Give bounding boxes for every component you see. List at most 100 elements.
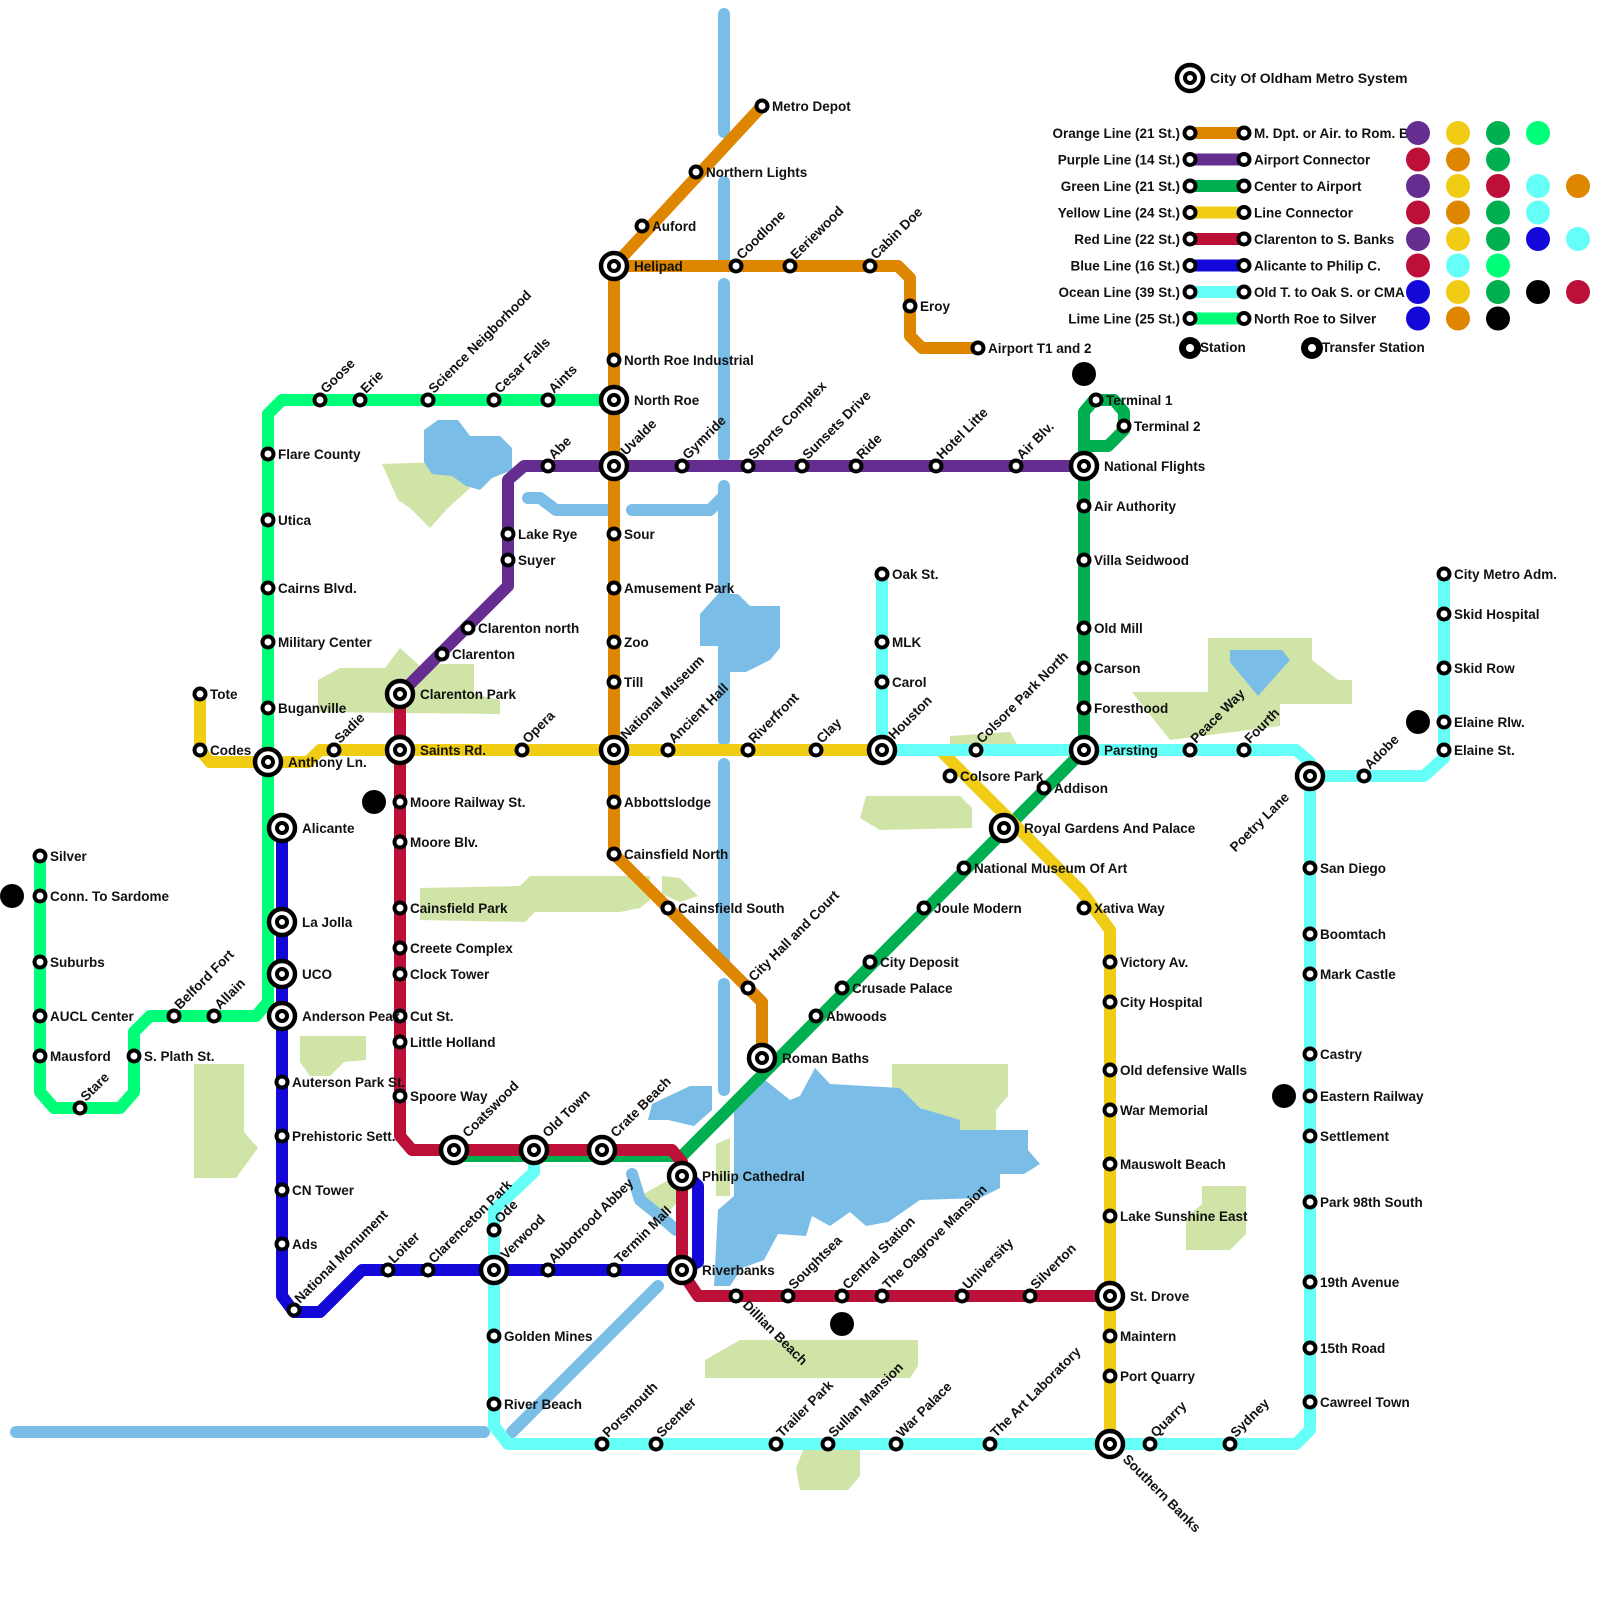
station-loiter[interactable]: [380, 1262, 396, 1278]
station-eroy[interactable]: [902, 298, 918, 314]
station-military-center[interactable]: [260, 634, 276, 650]
station-joule-modern[interactable]: [916, 900, 932, 916]
station-central-station[interactable]: [834, 1288, 850, 1304]
station-terminal-2[interactable]: [1116, 418, 1132, 434]
station-national-museum-of-art[interactable]: [956, 860, 972, 876]
transfer-station-helipad[interactable]: [598, 250, 630, 282]
station-little-holland[interactable]: [392, 1034, 408, 1050]
station-clay[interactable]: [808, 742, 824, 758]
station-19th-avenue[interactable]: [1302, 1274, 1318, 1290]
station-city-hospital[interactable]: [1102, 994, 1118, 1010]
station-cesar-falls[interactable]: [486, 392, 502, 408]
station-riverfront[interactable]: [740, 742, 756, 758]
station-northern-lights[interactable]: [688, 164, 704, 180]
station-the-oagrove-mansion[interactable]: [874, 1288, 890, 1304]
station-cabin-doe[interactable]: [862, 258, 878, 274]
station-fourth[interactable]: [1236, 742, 1252, 758]
transfer-station-poetry-lane[interactable]: [1294, 760, 1326, 792]
station-sunsets-drive[interactable]: [794, 458, 810, 474]
transfer-station-riverbanks[interactable]: [666, 1254, 698, 1286]
station-adobe[interactable]: [1356, 768, 1372, 784]
station-ride[interactable]: [848, 458, 864, 474]
station-15th-road[interactable]: [1302, 1340, 1318, 1356]
station-abbottslodge[interactable]: [606, 794, 622, 810]
transfer-station-parsting[interactable]: [1068, 734, 1100, 766]
station-amusement-park[interactable]: [606, 580, 622, 596]
station-castry[interactable]: [1302, 1046, 1318, 1062]
station-moore-blv[interactable]: [392, 834, 408, 850]
transfer-station-anderson-peak[interactable]: [266, 1000, 298, 1032]
station-trailer-park[interactable]: [768, 1436, 784, 1452]
transfer-station-saints-rd[interactable]: [384, 734, 416, 766]
station-science-neigborhood[interactable]: [420, 392, 436, 408]
station-goose[interactable]: [312, 392, 328, 408]
station-clarenton-north[interactable]: [460, 620, 476, 636]
station-ads[interactable]: [274, 1236, 290, 1252]
station-carol[interactable]: [874, 674, 890, 690]
station-the-art-laboratory[interactable]: [982, 1436, 998, 1452]
station-settlement[interactable]: [1302, 1128, 1318, 1144]
transfer-station-southern-banks[interactable]: [1094, 1428, 1126, 1460]
station-elaine-st[interactable]: [1436, 742, 1452, 758]
transfer-station-coatswood[interactable]: [438, 1134, 470, 1166]
transfer-station-verwood[interactable]: [478, 1254, 510, 1286]
station-clock-tower[interactable]: [392, 966, 408, 982]
station-old-defensive-walls[interactable]: [1102, 1062, 1118, 1078]
station-lake-rye[interactable]: [500, 526, 516, 542]
station-cainsfield-north[interactable]: [606, 846, 622, 862]
station-moore-railway-st[interactable]: [392, 794, 408, 810]
station-old-mill[interactable]: [1076, 620, 1092, 636]
transfer-station-national-flights[interactable]: [1068, 450, 1100, 482]
station-colsore-park-north[interactable]: [968, 742, 984, 758]
station-suyer[interactable]: [500, 552, 516, 568]
station-conn-to-sardome[interactable]: [32, 888, 48, 904]
station-eeriewood[interactable]: [782, 258, 798, 274]
station-mark-castle[interactable]: [1302, 966, 1318, 982]
station-cut-st[interactable]: [392, 1008, 408, 1024]
station-soughtsea[interactable]: [780, 1288, 796, 1304]
station-s-plath-st[interactable]: [126, 1048, 142, 1064]
station-addison[interactable]: [1036, 780, 1052, 796]
station-skid-hospital[interactable]: [1436, 606, 1452, 622]
station-crusade-palace[interactable]: [834, 980, 850, 996]
station-cawreel-town[interactable]: [1302, 1394, 1318, 1410]
station-air-blv[interactable]: [1008, 458, 1024, 474]
station-park-98th-south[interactable]: [1302, 1194, 1318, 1210]
station-ancient-hall[interactable]: [660, 742, 676, 758]
station-cairns-blvd[interactable]: [260, 580, 276, 596]
station-victory-av[interactable]: [1102, 954, 1118, 970]
station-erie[interactable]: [352, 392, 368, 408]
station-silver[interactable]: [32, 848, 48, 864]
station-creete-complex[interactable]: [392, 940, 408, 956]
station-carson[interactable]: [1076, 660, 1092, 676]
station-porsmouth[interactable]: [594, 1436, 610, 1452]
station-abbotrood-abbey[interactable]: [540, 1262, 556, 1278]
station-silverton[interactable]: [1022, 1288, 1038, 1304]
station-airport-t1-and-2[interactable]: [970, 340, 986, 356]
station-cn-tower[interactable]: [274, 1182, 290, 1198]
transfer-station-alicante[interactable]: [266, 812, 298, 844]
station-allain[interactable]: [206, 1008, 222, 1024]
transfer-station-north-roe[interactable]: [598, 384, 630, 416]
station-abe[interactable]: [540, 458, 556, 474]
transfer-station-uco[interactable]: [266, 958, 298, 990]
station-city-metro-adm[interactable]: [1436, 566, 1452, 582]
station-golden-mines[interactable]: [486, 1328, 502, 1344]
station-termin-mall[interactable]: [606, 1262, 622, 1278]
station-peace-way[interactable]: [1182, 742, 1198, 758]
station-ode[interactable]: [486, 1222, 502, 1238]
station-skid-row[interactable]: [1436, 660, 1452, 676]
station-coodlone[interactable]: [728, 258, 744, 274]
station-suburbs[interactable]: [32, 954, 48, 970]
station-maintern[interactable]: [1102, 1328, 1118, 1344]
station-clarenceton-park[interactable]: [420, 1262, 436, 1278]
station-till[interactable]: [606, 674, 622, 690]
station-boomtach[interactable]: [1302, 926, 1318, 942]
station-flare-county[interactable]: [260, 446, 276, 462]
station-clarenton[interactable]: [434, 646, 450, 662]
station-sullan-mansion[interactable]: [820, 1436, 836, 1452]
station-air-authority[interactable]: [1076, 498, 1092, 514]
station-terminal-1[interactable]: [1088, 392, 1104, 408]
transfer-station-uvalde[interactable]: [598, 450, 630, 482]
station-hotel-litte[interactable]: [928, 458, 944, 474]
